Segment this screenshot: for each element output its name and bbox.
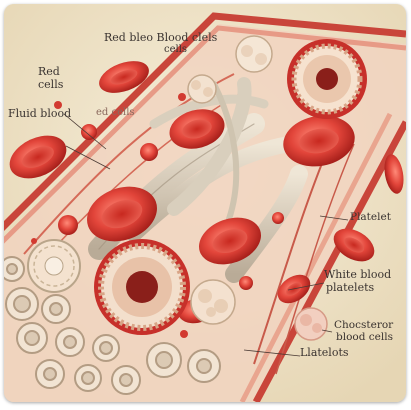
label-top-heading-line1: Red bleo Blood clels <box>104 31 218 44</box>
label-cholesterol-line1: Chocsteror <box>334 319 394 331</box>
label-faint-cells: ed cells <box>96 107 135 118</box>
label-white-blood-line1: White blood <box>324 268 392 281</box>
cross-section-upper <box>287 39 367 119</box>
illustration-frame: Red bleo Blood clels cells Red cells Flu… <box>4 4 406 402</box>
red-blood-cell <box>283 115 355 167</box>
red-blood-cell <box>384 154 404 194</box>
red-blood-cell <box>169 109 225 149</box>
platelet-cluster <box>190 279 236 325</box>
red-blood-cell <box>99 61 149 93</box>
red-blood-cell <box>87 186 157 242</box>
vessel-cross-sections <box>4 39 367 395</box>
label-cholesterol-line2: blood cells <box>336 331 393 343</box>
label-platelets-bottom: Llatelots <box>300 346 349 359</box>
label-red-cells-line1: Red <box>38 65 60 78</box>
blood-vessel-illustration <box>4 4 406 402</box>
cross-section-large <box>94 239 190 335</box>
platelet-cluster <box>235 35 273 73</box>
label-fluid-blood: Fluid blood <box>8 107 72 120</box>
red-blood-cell <box>333 228 375 262</box>
red-blood-cell <box>199 217 261 265</box>
leader-lines <box>63 113 349 357</box>
red-blood-cell <box>9 135 67 179</box>
label-top-heading-line2: cells <box>164 44 188 55</box>
red-blood-cells <box>9 61 404 338</box>
cross-section-left <box>27 239 81 293</box>
cholesterol-cluster <box>294 307 328 341</box>
platelet-clusters <box>187 35 328 341</box>
platelet-cluster <box>187 74 217 104</box>
label-platelets-right: Platelet <box>350 211 391 223</box>
label-red-cells-line2: cells <box>38 78 64 91</box>
tube-ends <box>4 256 221 395</box>
label-white-blood-line2: platelets <box>326 281 375 294</box>
